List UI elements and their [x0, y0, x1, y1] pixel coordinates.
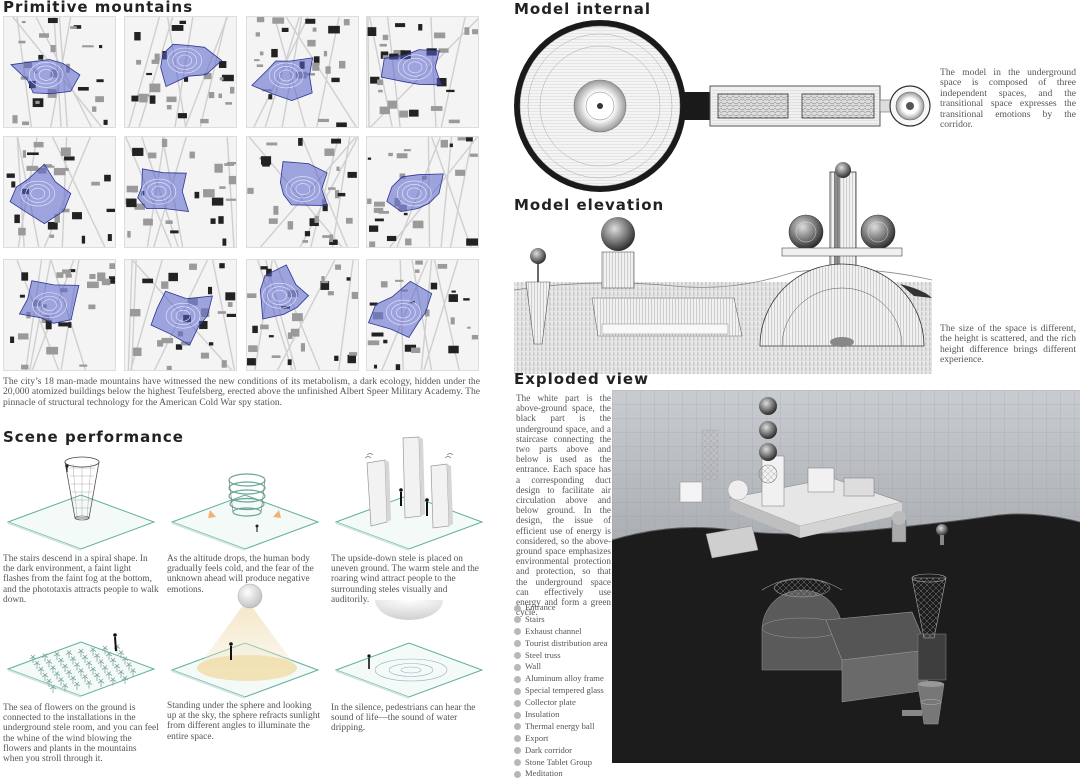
- legend-item-label: Export: [525, 732, 549, 743]
- legend-item-label: Aluminum alloy frame: [525, 673, 604, 684]
- legend-item: Dark corridor: [514, 745, 614, 757]
- scene-caption: As the altitude drops, the human body gr…: [167, 554, 314, 595]
- legend-bullet-icon: [514, 652, 521, 660]
- legend-bullet-icon: [514, 723, 521, 731]
- scene-sphere-sunlight: Standing under the sphere and looking up…: [167, 582, 323, 742]
- legend-item-label: Exhaust channel: [525, 625, 582, 636]
- exploded-view-illustration: [612, 390, 1080, 763]
- legend-bullet-icon: [514, 687, 521, 695]
- legend-bullet-icon: [514, 711, 521, 719]
- legend-bullet-icon: [514, 747, 521, 755]
- legend-bullet-icon: [514, 616, 521, 624]
- legend-item: Collector plate: [514, 697, 614, 709]
- mountain-map-tile: [246, 259, 359, 371]
- scene-upside-down-stele: The upside-down stele is placed on uneve…: [331, 430, 487, 605]
- legend-item-label: Insulation: [525, 709, 560, 720]
- model-internal-description: The model in the underground space is co…: [940, 67, 1076, 131]
- model-internal-title: Model internal: [514, 0, 652, 18]
- legend-bullet-icon: [514, 628, 521, 636]
- legend-item-label: Collector plate: [525, 697, 576, 708]
- legend-item-label: Thermal energy ball: [525, 720, 595, 731]
- legend-item: Stairs: [514, 614, 614, 626]
- scene-caption: The upside-down stele is placed on uneve…: [331, 554, 479, 605]
- scene-spiral-stairs-illustration: [6, 456, 156, 551]
- model-elevation-title: Model elevation: [514, 196, 665, 214]
- legend-item: Meditation: [514, 768, 614, 780]
- legend-item-label: Special tempered glass: [525, 685, 604, 696]
- legend-item: Aluminum alloy frame: [514, 673, 614, 685]
- legend-item: Wall: [514, 661, 614, 673]
- scene-performance-title: Scene performance: [3, 428, 184, 446]
- legend-item: Steel truss: [514, 650, 614, 662]
- scene-descent-emotion: As the altitude drops, the human body gr…: [167, 450, 323, 595]
- scene-caption: The stairs descend in a spiral shape. In…: [3, 554, 159, 605]
- primitive-mountains-description: The city’s 18 man-made mountains have wi…: [3, 376, 480, 408]
- scene-stele-illustration: [334, 436, 484, 551]
- legend-item: Exhaust channel: [514, 626, 614, 638]
- scene-water-illustration: [334, 600, 484, 699]
- scene-caption: Standing under the sphere and looking up…: [167, 701, 320, 742]
- model-internal-plan: [514, 20, 931, 192]
- mountain-map-tile: [3, 259, 116, 371]
- mountain-map-tile: [3, 16, 116, 128]
- legend-item: Special tempered glass: [514, 685, 614, 697]
- legend-bullet-icon: [514, 640, 521, 648]
- mountain-map-tile: [124, 259, 237, 371]
- mountain-map-tile: [3, 136, 116, 248]
- legend-item-label: Dark corridor: [525, 744, 573, 755]
- scene-descent-illustration: [170, 473, 320, 551]
- legend-item: Tourist distribution area: [514, 638, 614, 650]
- primitive-mountains-title: Primitive mountains: [3, 0, 194, 16]
- legend-item-label: Wall: [525, 661, 542, 672]
- mountain-map-tile: [366, 16, 479, 128]
- scene-sphere-illustration: [170, 583, 320, 699]
- scene-flowers-illustration: [6, 633, 156, 698]
- scene-caption: The sea of flowers on the ground is conn…: [3, 703, 159, 765]
- legend-item-label: Tourist distribution area: [525, 637, 608, 648]
- legend-item: Thermal energy ball: [514, 721, 614, 733]
- mountain-map-tile: [246, 16, 359, 128]
- scene-water-dripping: In the silence, pedestrians can hear the…: [331, 600, 487, 734]
- legend-item: Export: [514, 733, 614, 745]
- scene-spiral-stairs: The stairs descend in a spiral shape. In…: [3, 450, 159, 605]
- mountain-map-tile: [124, 16, 237, 128]
- legend-bullet-icon: [514, 604, 521, 612]
- mountain-map-tile: [366, 136, 479, 248]
- exploded-view-title: Exploded view: [514, 370, 649, 388]
- scene-caption: In the silence, pedestrians can hear the…: [331, 703, 476, 734]
- scene-sea-of-flowers: The sea of flowers on the ground is conn…: [3, 615, 159, 764]
- legend-item-label: Stairs: [525, 613, 545, 624]
- legend-item-label: Entrance: [525, 602, 556, 612]
- exploded-view-description: The white part is the above-ground space…: [516, 393, 611, 618]
- mountain-map-grid: [3, 16, 479, 376]
- legend-bullet-icon: [514, 663, 521, 671]
- model-elevation-description: The size of the space is different, the …: [940, 323, 1076, 366]
- legend-item-label: Meditation: [525, 768, 563, 779]
- model-elevation-drawing: [513, 162, 933, 374]
- legend-bullet-icon: [514, 675, 521, 683]
- mountain-map-tile: [246, 136, 359, 248]
- mountain-map-tile: [366, 259, 479, 371]
- legend-item-label: Stone Tablet Group: [525, 756, 593, 767]
- legend-bullet-icon: [514, 735, 521, 743]
- legend-item-label: Steel truss: [525, 649, 561, 660]
- legend-bullet-icon: [514, 699, 521, 707]
- mountain-map-tile: [124, 136, 237, 248]
- legend-item: Entrance: [514, 602, 614, 614]
- legend-bullet-icon: [514, 770, 521, 778]
- legend-item: Insulation: [514, 709, 614, 721]
